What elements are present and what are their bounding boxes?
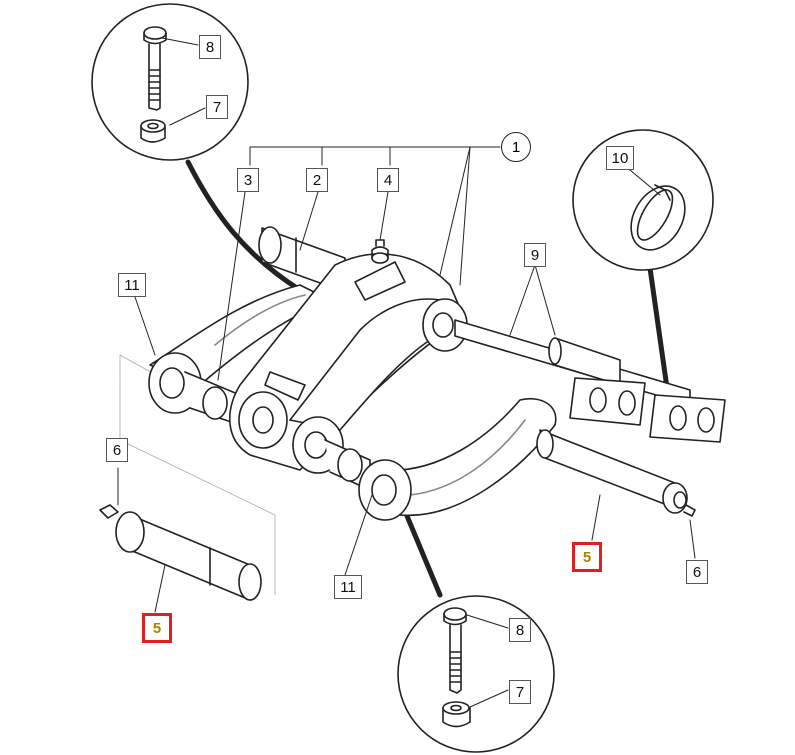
callout-7-bottom: 7 <box>509 680 531 704</box>
pin-right <box>536 429 696 517</box>
callout-2: 2 <box>306 168 328 192</box>
callout-leaders <box>117 37 696 708</box>
callout-5-left: 5 <box>142 613 172 643</box>
detail-circle-top-right <box>572 129 714 271</box>
callout-11-left: 11 <box>118 273 146 297</box>
detail-leader-top-left <box>185 159 303 293</box>
detail-leader-top-right <box>647 265 671 398</box>
knuckle-left <box>148 352 241 426</box>
callout-7-top: 7 <box>206 95 228 119</box>
callout-3: 3 <box>237 168 259 192</box>
callout-6-left: 6 <box>106 438 128 462</box>
callout-5-right: 5 <box>572 542 602 572</box>
callout-10: 10 <box>606 146 634 170</box>
callout-1: 1 <box>501 132 531 162</box>
callout-8-top: 8 <box>199 35 221 59</box>
lock-plate-left <box>569 377 646 426</box>
callout-11-bottom: 11 <box>334 575 362 599</box>
callout-9: 9 <box>524 243 546 267</box>
lock-plate-right <box>649 394 726 443</box>
callout-6-right: 6 <box>686 560 708 584</box>
knuckle-front <box>292 416 412 521</box>
callout-8-bottom: 8 <box>509 618 531 642</box>
callout-4: 4 <box>377 168 399 192</box>
detail-circle-top-left <box>91 3 249 161</box>
pin-left <box>99 504 262 601</box>
grease-nipple-top <box>371 239 389 264</box>
yoke-lower-arm <box>379 398 557 517</box>
